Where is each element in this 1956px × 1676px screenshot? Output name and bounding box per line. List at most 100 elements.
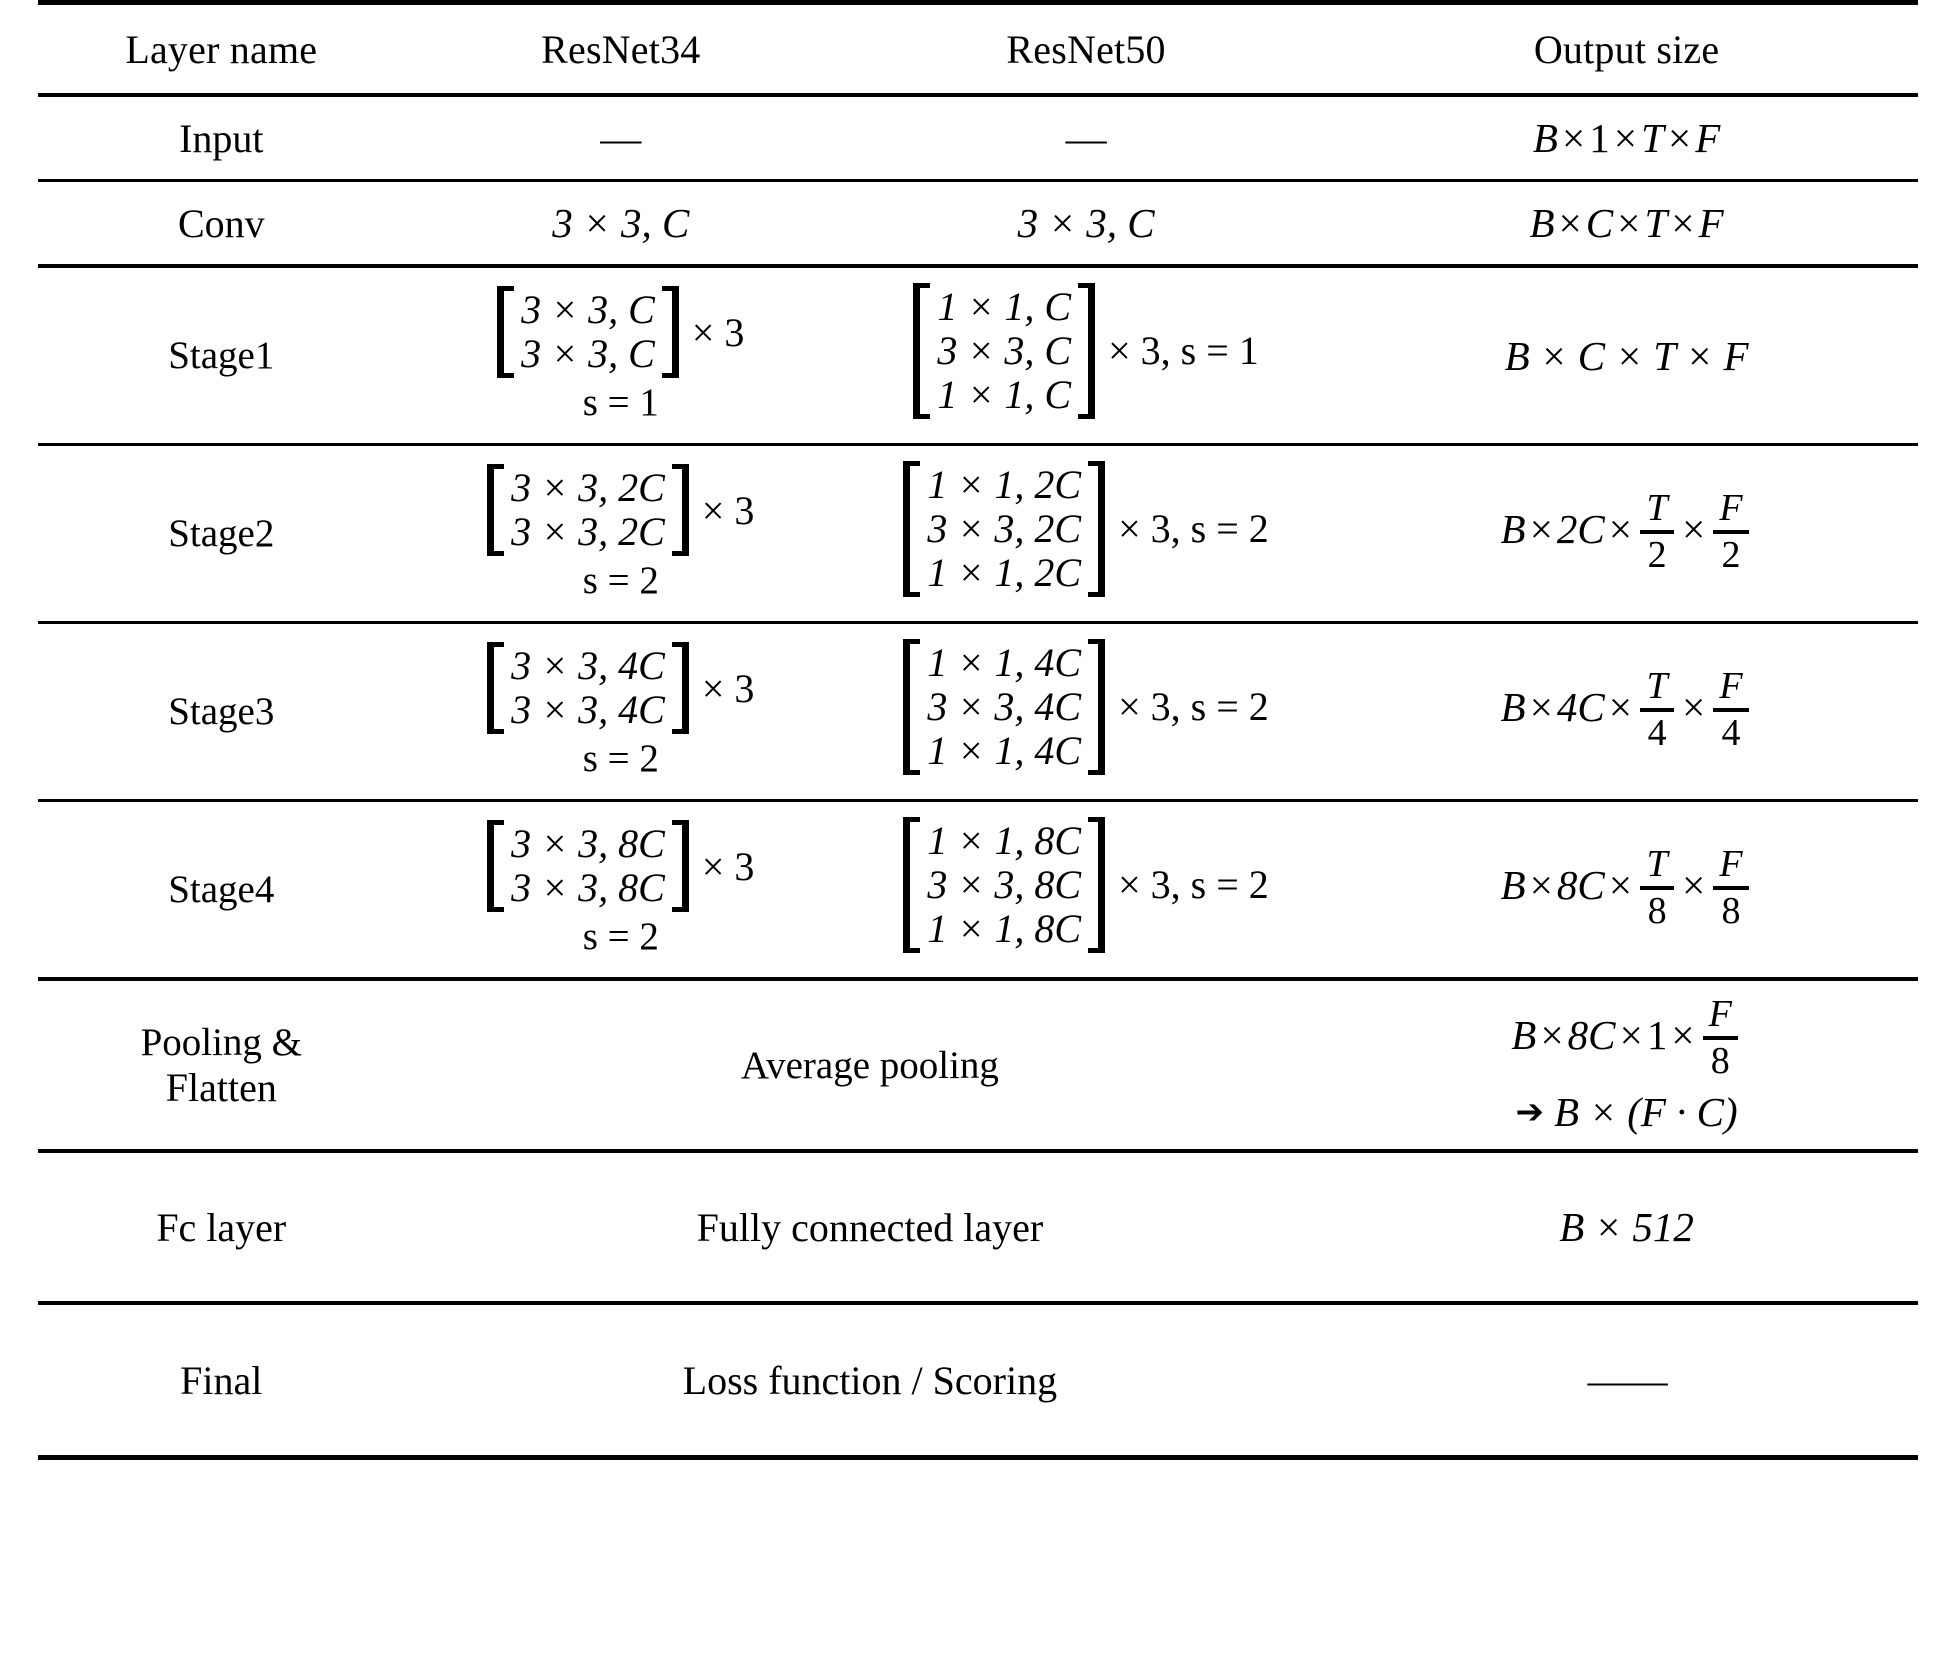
cell-resnet34: 3 × 3, C 3 × 3, C × 3 s = 1 (405, 266, 837, 445)
times-op: × (1558, 200, 1582, 246)
fraction-bar (1640, 885, 1675, 890)
block-line: 1 × 1, 4C (927, 639, 1082, 685)
header-resnet34: ResNet34 (541, 26, 701, 72)
residual-block-r34: 3 × 3, 4C 3 × 3, 4C × 3 (487, 642, 754, 734)
bracket-right (671, 464, 689, 556)
cell-output-size: B × 512 (1335, 1151, 1918, 1303)
times-op: × (1608, 505, 1632, 552)
fraction-numerator: F (1719, 842, 1743, 885)
fraction-bar (1640, 707, 1675, 712)
cell-final-description: Loss function / Scoring (682, 1357, 1058, 1403)
channel-expr: 4C (1556, 683, 1605, 730)
symbol-b: B (1500, 683, 1526, 730)
bracket-right (1088, 460, 1106, 597)
fraction-denominator: 8 (1710, 1039, 1730, 1082)
stride-label: s = 2 (582, 559, 659, 602)
times-op: × (1682, 505, 1706, 552)
stride-label: s = 1 (582, 381, 659, 424)
fraction-denominator: 4 (1721, 711, 1741, 754)
times-op: × (1562, 115, 1586, 161)
block-multiplier-stride: × 3, s = 1 (1108, 328, 1259, 373)
block-line: 3 × 3, 4C (511, 687, 665, 732)
fraction-denominator: 4 (1647, 711, 1667, 754)
block-line: 3 × 3, 2C (511, 509, 665, 554)
fraction-numerator: T (1646, 486, 1668, 529)
block-line: 1 × 1, 4C (927, 727, 1082, 773)
bracket-right (671, 820, 689, 912)
channel-expr: 8C (1567, 1011, 1616, 1058)
symbol-c: C (1585, 200, 1614, 246)
block-multiplier-stride: × 3, s = 2 (1118, 862, 1269, 907)
fraction-denominator: 8 (1647, 889, 1667, 932)
times-op: × (1682, 861, 1706, 908)
symbol-b: B (1532, 115, 1558, 161)
block-line: 1 × 1, 2C (927, 461, 1082, 507)
cell-resnet50: 1 × 1, 2C 3 × 3, 2C 1 × 1, 2C × 3, s = 2 (837, 445, 1335, 623)
times-op: × (1529, 861, 1553, 908)
cell-resnet50: 1 × 1, 4C 3 × 3, 4C 1 × 1, 4C × 3, s = 2 (837, 623, 1335, 801)
block-line: 3 × 3, 8C (511, 865, 665, 910)
cell-resnet50: — (837, 95, 1335, 181)
cell-output-size: B×1×T×F (1335, 95, 1918, 181)
fraction-bar (1640, 529, 1675, 534)
table-row-input: Input — — B×1×T×F (38, 95, 1918, 181)
table-row-stage3: Stage3 3 × 3, 4C 3 × 3, 4C (38, 622, 1918, 801)
cell-output-size: —— (1335, 1303, 1918, 1458)
channel-expr: 2C (1556, 505, 1605, 552)
times-op: × (1540, 1011, 1564, 1058)
table-row-pooling-flatten: Pooling & Flatten Average pooling B×8C×1… (38, 979, 1918, 1151)
cell-layer-name: Input (179, 115, 264, 161)
block-line: 3 × 3, 2C (927, 505, 1082, 551)
cell-resnet34: 3 × 3, 8C 3 × 3, 8C × 3 s = 2 (405, 801, 837, 980)
times-op: × (1529, 505, 1553, 552)
conv-spec-r50: 3 × 3, C (1017, 200, 1155, 246)
table-row-conv: Conv 3 × 3, C 3 × 3, C B×C×T×F (38, 180, 1918, 267)
block-line: 1 × 1, 8C (927, 817, 1082, 863)
block-line: 1 × 1, 2C (927, 549, 1082, 595)
block-multiplier: × 3 (701, 843, 755, 889)
fraction-denominator: 2 (1647, 533, 1667, 576)
fraction-bar (1713, 529, 1749, 534)
em-dash: —— (1587, 1357, 1668, 1403)
header-output-size: Output size (1533, 26, 1720, 72)
stride-label: s = 2 (582, 737, 659, 780)
bracket-left (913, 282, 931, 419)
cell-resnet50: 1 × 1, C 3 × 3, C 1 × 1, C × 3, s = 1 (837, 266, 1335, 445)
fraction-numerator: T (1646, 842, 1668, 885)
table-bottom-rule (38, 1457, 1918, 1462)
flatten-expr: B × (F · C) (1554, 1089, 1738, 1136)
cell-resnet34: 3 × 3, 4C 3 × 3, 4C × 3 s = 2 (405, 623, 837, 801)
fraction-numerator: F (1719, 486, 1743, 529)
residual-block-r34: 3 × 3, C 3 × 3, C × 3 (497, 286, 744, 378)
block-line: 3 × 3, 2C (511, 465, 665, 510)
bracket-left (487, 820, 505, 912)
block-line: 1 × 1, C (937, 371, 1072, 417)
cell-layer-name: Pooling & Flatten (38, 979, 405, 1151)
block-multiplier-stride: × 3, s = 2 (1118, 684, 1269, 729)
value-one: 1 (1589, 115, 1610, 161)
block-line: 3 × 3, 8C (927, 861, 1082, 907)
block-multiplier: × 3 (701, 487, 755, 533)
times-op: × (1529, 683, 1553, 730)
cell-pooling-description: Average pooling (740, 1043, 999, 1087)
stride-label: s = 2 (582, 915, 659, 958)
value-one: 1 (1646, 1011, 1668, 1058)
times-op: × (1667, 115, 1692, 161)
cell-layer-name: Stage1 (168, 334, 275, 377)
table-row-stage4: Stage4 3 × 3, 8C 3 × 3, 8C (38, 800, 1918, 980)
cell-layer-name: Conv (177, 200, 265, 246)
bracket-left (903, 816, 921, 953)
bracket-right (661, 286, 679, 378)
block-line: 1 × 1, C (937, 283, 1072, 329)
block-line: 3 × 3, 4C (511, 643, 665, 688)
bracket-right (671, 642, 689, 734)
fraction-bar (1713, 707, 1749, 712)
bracket-left (497, 286, 515, 378)
times-op: × (1682, 683, 1706, 730)
table-row-stage1: Stage1 3 × 3, C 3 × 3, C (38, 266, 1918, 445)
fraction-numerator: T (1646, 664, 1668, 707)
